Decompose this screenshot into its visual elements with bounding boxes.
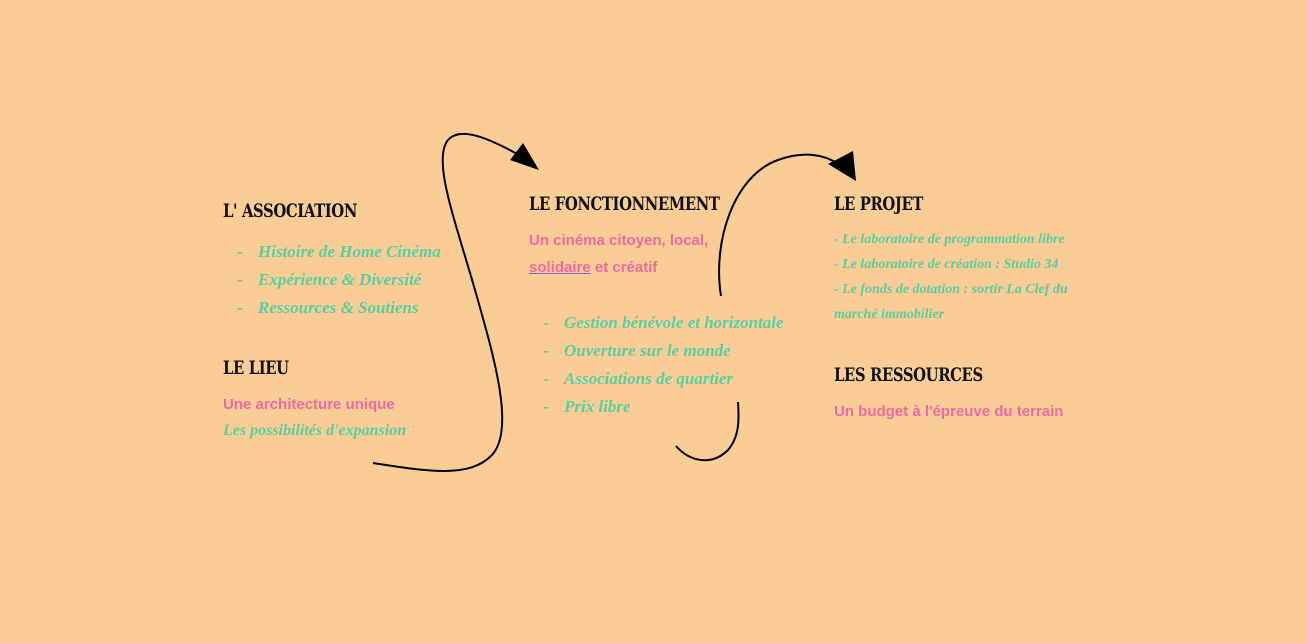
projet-line-creation[interactable]: - Le laboratoire de création : Studio 34 [834, 257, 1059, 272]
projet-line-fonds[interactable]: - Le fonds de dotation : sortir La Clef … [834, 282, 1068, 322]
arrow-curve-3 [718, 153, 843, 297]
association-list: Histoire de Home Cinéma Expérience & Div… [223, 238, 483, 322]
fonctionnement-item-prix[interactable]: Prix libre [529, 393, 799, 421]
fonctionnement-section: Le Fonctionnement Un cinéma citoyen, loc… [529, 193, 799, 421]
projet-lines: - Le laboratoire de programmation libre … [834, 227, 1084, 327]
tagline-start: Un cinéma citoyen, local, [529, 232, 709, 249]
ressources-title: Les Ressources [834, 364, 983, 386]
association-title: L' Association [223, 200, 357, 222]
ressources-section: Les Ressources Un budget à l'épreuve du … [834, 364, 1094, 425]
association-item-resources[interactable]: Ressources & Soutiens [223, 294, 483, 322]
fonctionnement-title: Le Fonctionnement [529, 193, 720, 215]
association-item-history[interactable]: Histoire de Home Cinéma [223, 238, 483, 266]
association-section: L' Association Histoire de Home Cinéma E… [223, 200, 483, 322]
fonctionnement-item-gestion[interactable]: Gestion bénévole et horizontale [529, 309, 799, 337]
tagline-end: et créatif [590, 259, 658, 276]
fonctionnement-list: Gestion bénévole et horizontale Ouvertur… [529, 309, 799, 421]
ressources-subtitle[interactable]: Un budget à l'épreuve du terrain [834, 403, 1064, 420]
lieu-title: Le Lieu [223, 357, 289, 379]
solidaire-link[interactable]: solidaire [529, 259, 591, 276]
fonctionnement-item-associations[interactable]: Associations de quartier [529, 365, 799, 393]
projet-section: Le Projet - Le laboratoire de programmat… [834, 193, 1084, 327]
lieu-expansion-link[interactable]: Les possibilités d'expansion [223, 422, 407, 439]
association-item-experience[interactable]: Expérience & Diversité [223, 266, 483, 294]
projet-line-programmation[interactable]: - Le laboratoire de programmation libre [834, 232, 1065, 247]
projet-title: Le Projet [834, 193, 924, 215]
fonctionnement-item-ouverture[interactable]: Ouverture sur le monde [529, 337, 799, 365]
lieu-subtitle: Une architecture unique [223, 396, 395, 413]
lieu-section: Le Lieu Une architecture unique Les poss… [223, 357, 483, 443]
arrow-head-1 [510, 143, 539, 170]
arrow-head-3 [828, 151, 856, 181]
fonctionnement-tagline: Un cinéma citoyen, local, solidaire et c… [529, 227, 799, 281]
